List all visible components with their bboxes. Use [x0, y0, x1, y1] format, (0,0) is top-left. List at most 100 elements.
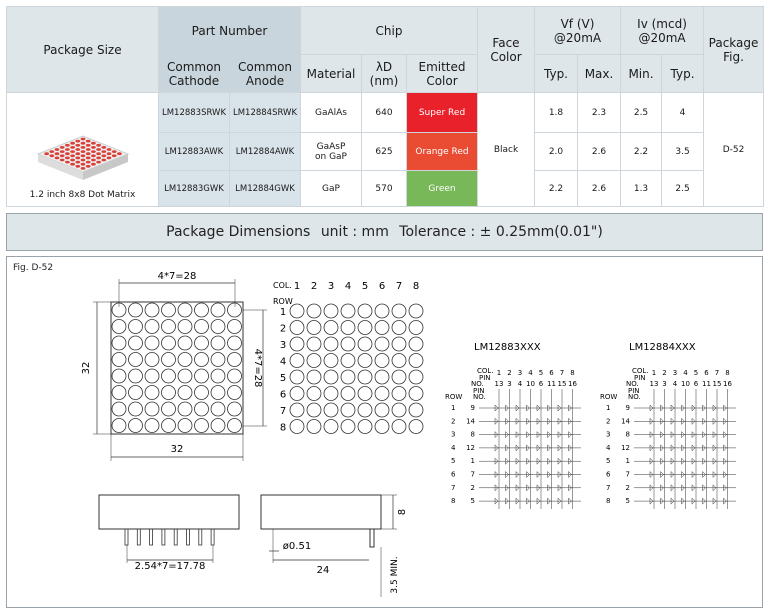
led-dot	[64, 148, 70, 151]
led-dot	[80, 154, 85, 158]
front-dot	[210, 319, 226, 334]
grid-dot	[306, 386, 322, 401]
led-dot	[90, 141, 96, 145]
led-dot	[74, 148, 80, 151]
grid-dot	[391, 303, 407, 319]
dim-top-label: 4*7=28	[158, 271, 197, 282]
schem-row-pin: 5	[471, 497, 475, 505]
schem-diode	[526, 497, 530, 505]
led-dot	[54, 152, 59, 156]
schem-diode	[526, 430, 530, 439]
schem-row-pin: 2	[626, 484, 630, 492]
front-dot	[210, 352, 226, 367]
schem-diode	[691, 417, 696, 425]
schem-pin-label2: PIN	[473, 387, 485, 395]
grid-dot	[323, 369, 339, 385]
front-dot	[210, 385, 226, 400]
schem-col-number: 2	[507, 369, 511, 377]
schem-diode	[557, 444, 562, 452]
front-dot	[144, 319, 160, 334]
schem-diode	[568, 457, 572, 465]
front-dot	[111, 368, 127, 384]
front-dot	[128, 401, 143, 417]
grid-dot	[306, 369, 322, 385]
schem-diode	[547, 444, 551, 452]
front-dot	[144, 401, 160, 417]
schem-col-number: 6	[549, 369, 554, 377]
schem-col-pin: 3	[662, 380, 666, 388]
front-dot	[194, 302, 209, 318]
schem-row-pin: 1	[471, 457, 475, 465]
pin	[198, 528, 203, 546]
schem-row-number: 5	[451, 457, 455, 465]
schem-col-pin: 16	[568, 380, 577, 388]
dim-pin-label: ø0.51	[283, 541, 311, 552]
dim-side-label: 4*7=28	[252, 349, 263, 388]
schem-pin-label2: PIN	[628, 387, 640, 395]
schem-row-number: 2	[606, 417, 610, 425]
schem-row-pin: 7	[626, 471, 630, 479]
grid-dot	[289, 402, 305, 418]
grid-dot	[289, 386, 305, 401]
led-dot	[111, 154, 117, 158]
led-dot	[69, 150, 75, 153]
led-dot	[74, 160, 80, 164]
led-dot	[95, 143, 101, 147]
grid-dot	[289, 419, 305, 434]
schem-col-number: 4	[528, 369, 533, 377]
schem-row-number: 1	[451, 404, 455, 412]
grid-dot	[340, 369, 356, 385]
schem-row-pin: 8	[626, 431, 630, 439]
schem-diode	[660, 404, 664, 412]
led-dot	[74, 156, 80, 160]
grid-dot	[323, 353, 339, 368]
schem-diode	[557, 417, 562, 425]
grid-row-number: 3	[280, 340, 286, 351]
schem-diode	[660, 457, 664, 465]
front-dot	[210, 302, 226, 318]
schem-diode	[723, 417, 727, 425]
row2-iv-min: 2.2	[620, 132, 663, 171]
schem-col-pin: 13	[495, 380, 504, 388]
led-dot	[90, 146, 96, 149]
front-dot	[227, 302, 242, 318]
led-dot	[59, 150, 65, 153]
grid-dot	[306, 353, 322, 368]
package-image-cell: 1.2 inch 8x8 Dot Matrix	[6, 92, 159, 207]
front-view-outline	[110, 301, 244, 435]
lambda-label: λD	[375, 59, 393, 74]
grid-dot	[408, 369, 424, 385]
schem-diode	[547, 484, 551, 492]
header-face-color: Face Color	[477, 6, 535, 93]
front-dot	[177, 319, 193, 334]
schem-diode	[702, 484, 706, 492]
grid-row-number: 8	[280, 423, 286, 434]
grid-col-number: 4	[345, 281, 351, 292]
schem-diode	[536, 430, 541, 439]
schem-diode	[494, 430, 499, 439]
led-dot	[95, 148, 101, 151]
front-dot	[210, 335, 226, 351]
grid-dot	[306, 336, 322, 352]
front-dot	[111, 385, 127, 400]
grid-col-number: 1	[294, 281, 300, 292]
row3-iv-min: 1.3	[620, 170, 663, 207]
grid-dot	[357, 419, 373, 434]
front-dot	[227, 335, 242, 351]
led-dot	[106, 148, 111, 151]
front-dot	[210, 368, 226, 384]
schem-diode	[691, 470, 696, 479]
front-dot	[177, 302, 193, 318]
schem-diode	[526, 417, 530, 425]
led-dot	[69, 162, 75, 166]
schem-diode	[515, 417, 520, 425]
front-dot	[194, 418, 209, 433]
front-dot	[144, 302, 160, 318]
grid-col-label: COL.	[273, 281, 292, 290]
grid-row-number: 2	[280, 324, 286, 335]
row3-iv-typ: 2.5	[661, 170, 705, 207]
grid-dot	[357, 402, 373, 418]
